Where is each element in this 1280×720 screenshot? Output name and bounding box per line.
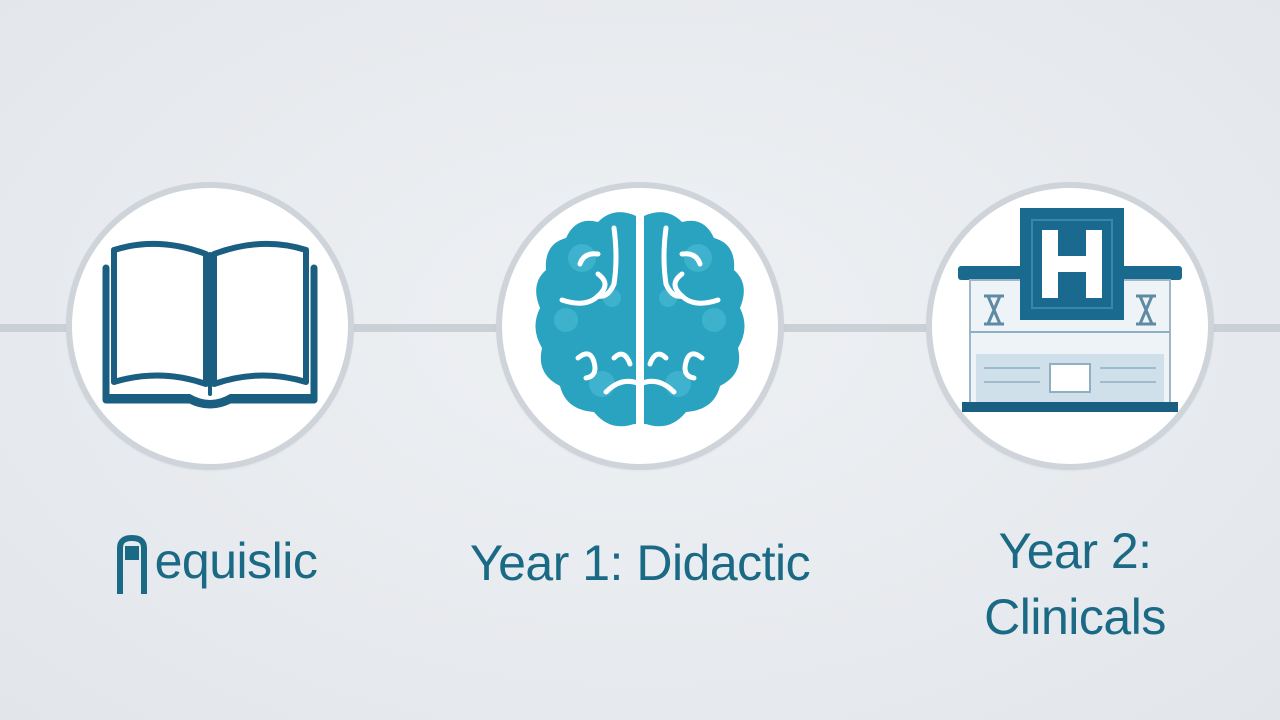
step-label-year-1: Year 1: Didactic bbox=[469, 535, 811, 591]
hospital-icon bbox=[958, 208, 1182, 412]
step-label-text: equislic bbox=[154, 533, 318, 589]
open-book-icon bbox=[102, 240, 318, 409]
step-node-year-1 bbox=[496, 182, 784, 470]
logo-glyph-icon bbox=[116, 534, 147, 594]
step-node-year-2 bbox=[926, 182, 1214, 470]
step-label-prerequisites: equislic bbox=[66, 526, 366, 596]
step-label-year-2: Year 2: Clinicals bbox=[930, 518, 1220, 650]
brain-icon bbox=[535, 212, 745, 427]
step-node-prerequisites bbox=[66, 182, 354, 470]
step-label-line-2: Clinicals bbox=[984, 589, 1166, 645]
step-label-line-1: Year 2: bbox=[998, 523, 1152, 579]
